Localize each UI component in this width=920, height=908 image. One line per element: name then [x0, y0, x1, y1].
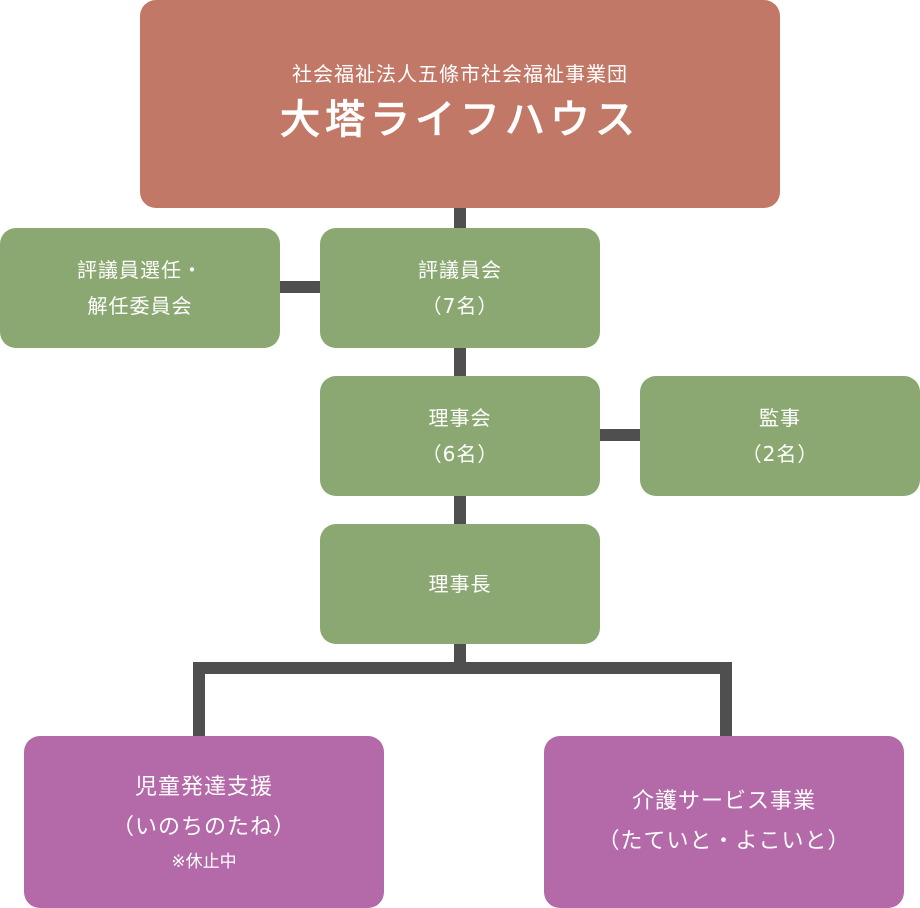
- chairman-name: 理事長: [428, 572, 492, 596]
- selection-committee-line1: 評議員選任・: [77, 258, 203, 282]
- connector-board-auditors: [599, 429, 641, 441]
- councilors-box: 評議員会 （7名）: [320, 228, 600, 348]
- auditors-box: 監事 （2名）: [640, 376, 920, 496]
- auditors-name: 監事: [759, 406, 801, 430]
- board-box: 理事会 （6名）: [320, 376, 600, 496]
- connector-services-horizontal: [193, 662, 732, 674]
- connector-board-chairman: [454, 495, 466, 525]
- councilors-count: （7名）: [421, 294, 499, 318]
- child-support-status-note: ※休止中: [171, 852, 237, 872]
- care-service-box: 介護サービス事業 （たていと・よこいと）: [544, 736, 904, 908]
- selection-committee-box: 評議員選任・ 解任委員会: [0, 228, 280, 348]
- child-support-box: 児童発達支援 （いのちのたね） ※休止中: [24, 736, 384, 908]
- child-support-subname: （いのちのたね）: [111, 815, 296, 840]
- councilors-name: 評議員会: [418, 258, 502, 282]
- organization-subtitle: 社会福祉法人五條市社会福祉事業団: [292, 62, 628, 86]
- care-service-name: 介護サービス事業: [631, 789, 816, 814]
- connector-committee-councilors: [279, 281, 321, 293]
- organization-title: 大塔ライフハウス: [280, 97, 640, 143]
- auditors-count: （2名）: [741, 442, 819, 466]
- child-support-name: 児童発達支援: [134, 775, 273, 800]
- selection-committee-line2: 解任委員会: [87, 294, 193, 318]
- board-name: 理事会: [428, 406, 492, 430]
- chairman-box: 理事長: [320, 524, 600, 644]
- connector-care-service-drop: [720, 662, 732, 738]
- connector-header-councilors: [454, 207, 466, 229]
- connector-councilors-board: [454, 347, 466, 377]
- board-count: （6名）: [421, 442, 499, 466]
- connector-child-support-drop: [193, 662, 205, 738]
- organization-header: 社会福祉法人五條市社会福祉事業団 大塔ライフハウス: [140, 0, 780, 208]
- care-service-subname: （たていと・よこいと）: [597, 829, 851, 854]
- connector-chairman-stem: [454, 642, 466, 668]
